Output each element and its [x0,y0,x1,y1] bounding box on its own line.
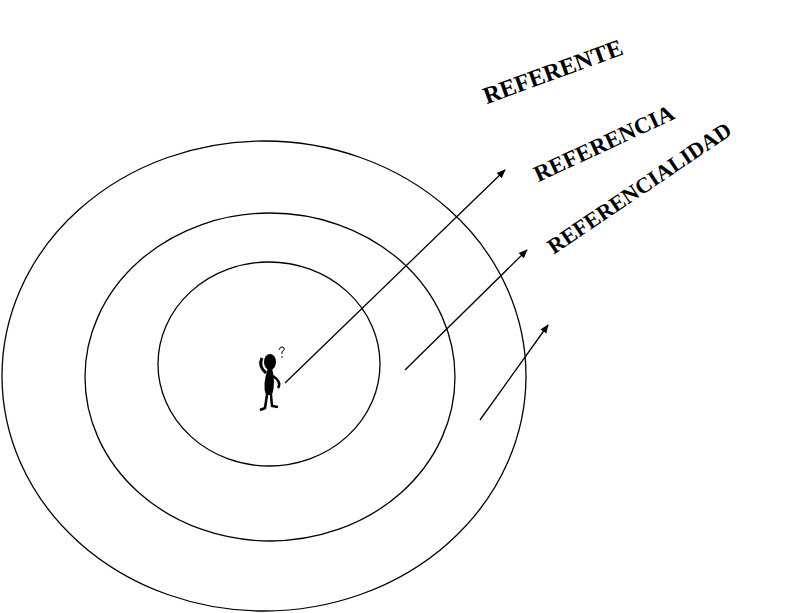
inner-circle [158,262,380,466]
arrow-label: REFERENCIALIDAD [544,119,736,258]
outer-circle [2,141,526,611]
leader-arrow [405,250,527,370]
leader-arrow [480,325,548,420]
thinking-figure [260,347,284,410]
arrow-label: REFERENTE [480,35,626,108]
middle-circle [85,213,455,541]
leader-arrow [285,170,505,383]
